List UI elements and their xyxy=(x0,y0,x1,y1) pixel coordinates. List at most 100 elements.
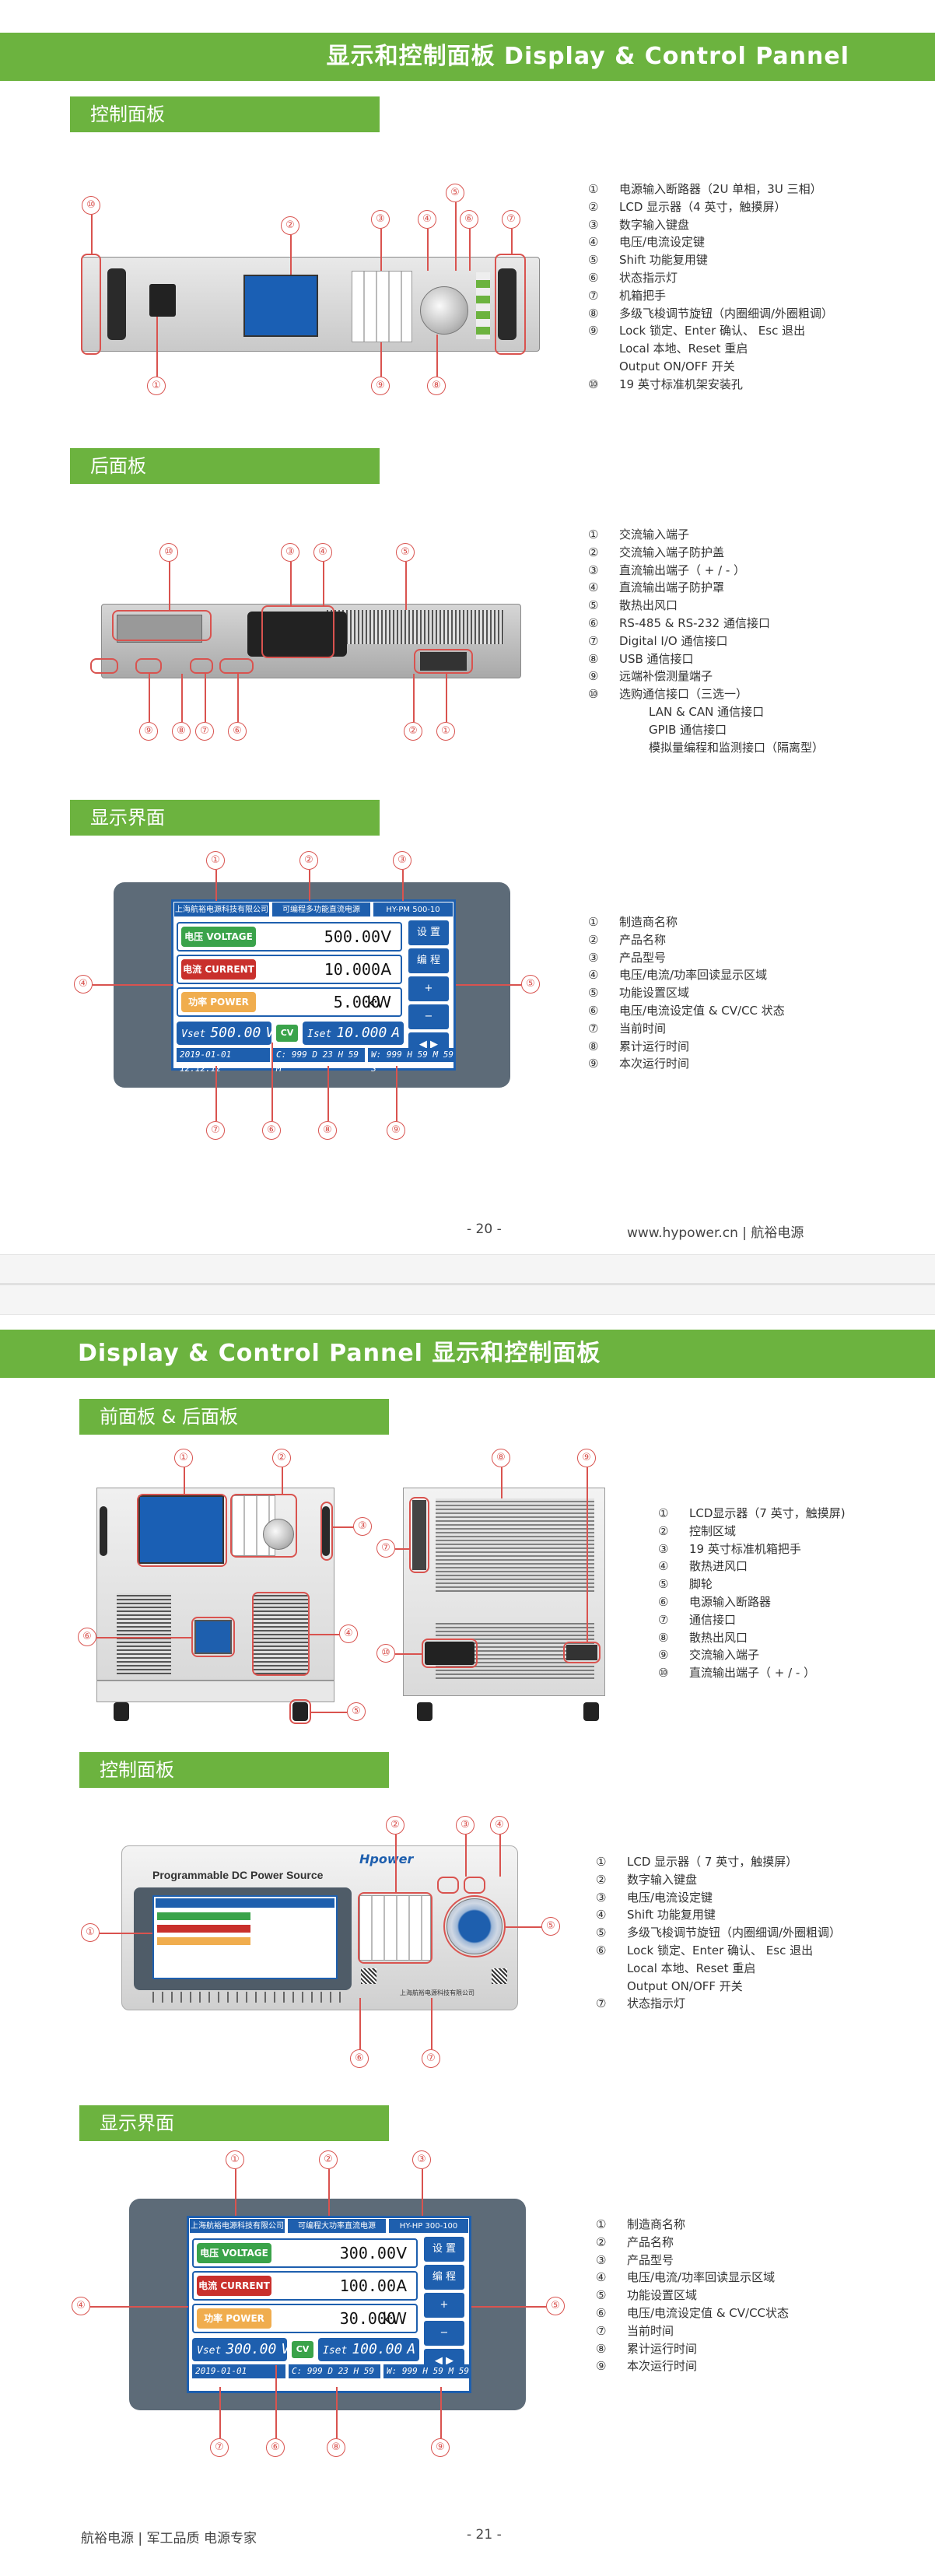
legend-number: ⑩ xyxy=(588,377,599,391)
callout-5: ⑤ xyxy=(347,1702,366,1721)
legend-number: ⑥ xyxy=(596,2305,607,2320)
iset-value: 100.00 xyxy=(352,2341,403,2357)
function-button[interactable]: − xyxy=(424,2321,464,2346)
legend-number xyxy=(596,1978,627,1996)
intake-vent-left xyxy=(117,1593,171,1674)
legend-number: ⑨ xyxy=(588,324,599,338)
callout-2: ② xyxy=(404,722,422,741)
callout-line xyxy=(205,674,206,722)
callout-9: ⑨ xyxy=(139,722,158,741)
legend-number: ④ xyxy=(658,1559,669,1574)
legend-text: 机箱把手 xyxy=(619,288,667,303)
section-title-rear-panel: 后面板 xyxy=(70,448,380,484)
function-button[interactable]: 设 置 xyxy=(424,2237,464,2262)
legend-text: 电压/电流/功率回读显示区域 xyxy=(627,2270,776,2285)
function-button[interactable]: 设 置 xyxy=(408,920,449,945)
session-run-time: W: 999 H 59 M 59 S xyxy=(368,1048,453,1074)
total-run-time: C: 999 D 23 H 59 M xyxy=(289,2364,380,2390)
legend-text: USB 通信接口 xyxy=(619,651,694,666)
callout-line xyxy=(422,2169,423,2216)
legend-number: ⑦ xyxy=(588,288,599,303)
ac-input-terminal xyxy=(566,1645,597,1660)
power-unit: kW xyxy=(366,993,391,1011)
legend-text: 直流输出端子防护罩 xyxy=(619,580,725,595)
legend-text: 多级飞梭调节旋钮（内圈细调/外圈粗调） xyxy=(619,306,834,321)
callout-6: ⑥ xyxy=(78,1628,96,1646)
current-time: 2019-01-01 12:12:12 xyxy=(177,1048,270,1074)
legend-item: GPIB 通信接口 xyxy=(588,721,824,739)
highlight-caster xyxy=(289,1699,311,1724)
legend-text: 产品名称 xyxy=(619,932,667,947)
highlight-knob xyxy=(443,1895,506,1957)
legend-item: 模拟量编程和监测接口（隔离型） xyxy=(588,739,824,757)
legend-number xyxy=(588,340,619,358)
legend-number xyxy=(596,1960,627,1978)
footer-tagline: 航裕电源 | 军工品质 电源专家 xyxy=(81,2531,257,2546)
callout-line xyxy=(219,2387,221,2438)
function-button[interactable]: − xyxy=(408,1004,449,1029)
function-button[interactable]: + xyxy=(408,976,449,1001)
function-button[interactable]: + xyxy=(424,2293,464,2318)
legend-number: ① xyxy=(596,1855,607,1869)
legend-number: ⑤ xyxy=(658,1577,669,1592)
legend-text: 本次运行时间 xyxy=(627,2359,698,2374)
callout-line xyxy=(181,674,183,722)
callout-3: ③ xyxy=(353,1517,372,1536)
callout-9: ⑨ xyxy=(431,2438,450,2457)
legend-text: LCD显示器（7 英寸，触摸屏) xyxy=(689,1506,846,1520)
callout-line xyxy=(359,1998,361,2049)
callout-7: ⑦ xyxy=(376,1539,395,1558)
legend-number: ⑦ xyxy=(596,2323,607,2338)
callout-line xyxy=(395,1548,409,1550)
model-number: HY-HP 300-100 xyxy=(388,2218,469,2234)
highlight-lcd xyxy=(137,1494,227,1567)
legend-number: ② xyxy=(658,1523,669,1538)
vset-value: 300.00 xyxy=(226,2341,277,2357)
page-separator xyxy=(0,1254,935,1315)
legend-item: ⑦ 机箱把手 xyxy=(588,287,833,305)
function-button[interactable]: 编 程 xyxy=(408,948,449,973)
callout-7: ⑦ xyxy=(502,210,520,229)
callout-10: ⑩ xyxy=(82,196,100,215)
current-unit: A xyxy=(396,2276,407,2295)
legend-text: 19 英寸标准机架安装孔 xyxy=(619,377,743,391)
power-value: 5.000 xyxy=(333,993,380,1011)
legend-text: 产品型号 xyxy=(627,2252,674,2267)
footer-website: www.hypower.cn | 航裕电源 xyxy=(627,1225,804,1241)
voltage-unit: V xyxy=(396,2244,407,2262)
page-number: - 21 - xyxy=(467,2527,502,2543)
model-number: HY-PM 500-10 xyxy=(373,902,453,917)
function-button[interactable]: 编 程 xyxy=(424,2265,464,2290)
vset-label: Vset xyxy=(197,2345,222,2357)
legend-text: Local 本地、Reset 重启 xyxy=(627,1961,756,1975)
iset-label: Iset xyxy=(307,1029,332,1040)
exhaust-vent xyxy=(327,610,504,644)
current-value: 100.00 xyxy=(339,2276,396,2295)
highlight-dio xyxy=(190,658,213,674)
legend-text: 制造商名称 xyxy=(627,2217,686,2231)
callout-line xyxy=(380,342,382,377)
separator-line xyxy=(0,1283,935,1285)
dc-output-cover xyxy=(247,612,347,657)
caster-left xyxy=(114,1702,129,1721)
callout-6: ⑥ xyxy=(262,1121,281,1140)
current-value: 10.000 xyxy=(324,960,380,979)
dc-output-terminal xyxy=(425,1642,475,1665)
manufacturer-name: 上海航裕电源科技有限公司 xyxy=(189,2218,285,2234)
